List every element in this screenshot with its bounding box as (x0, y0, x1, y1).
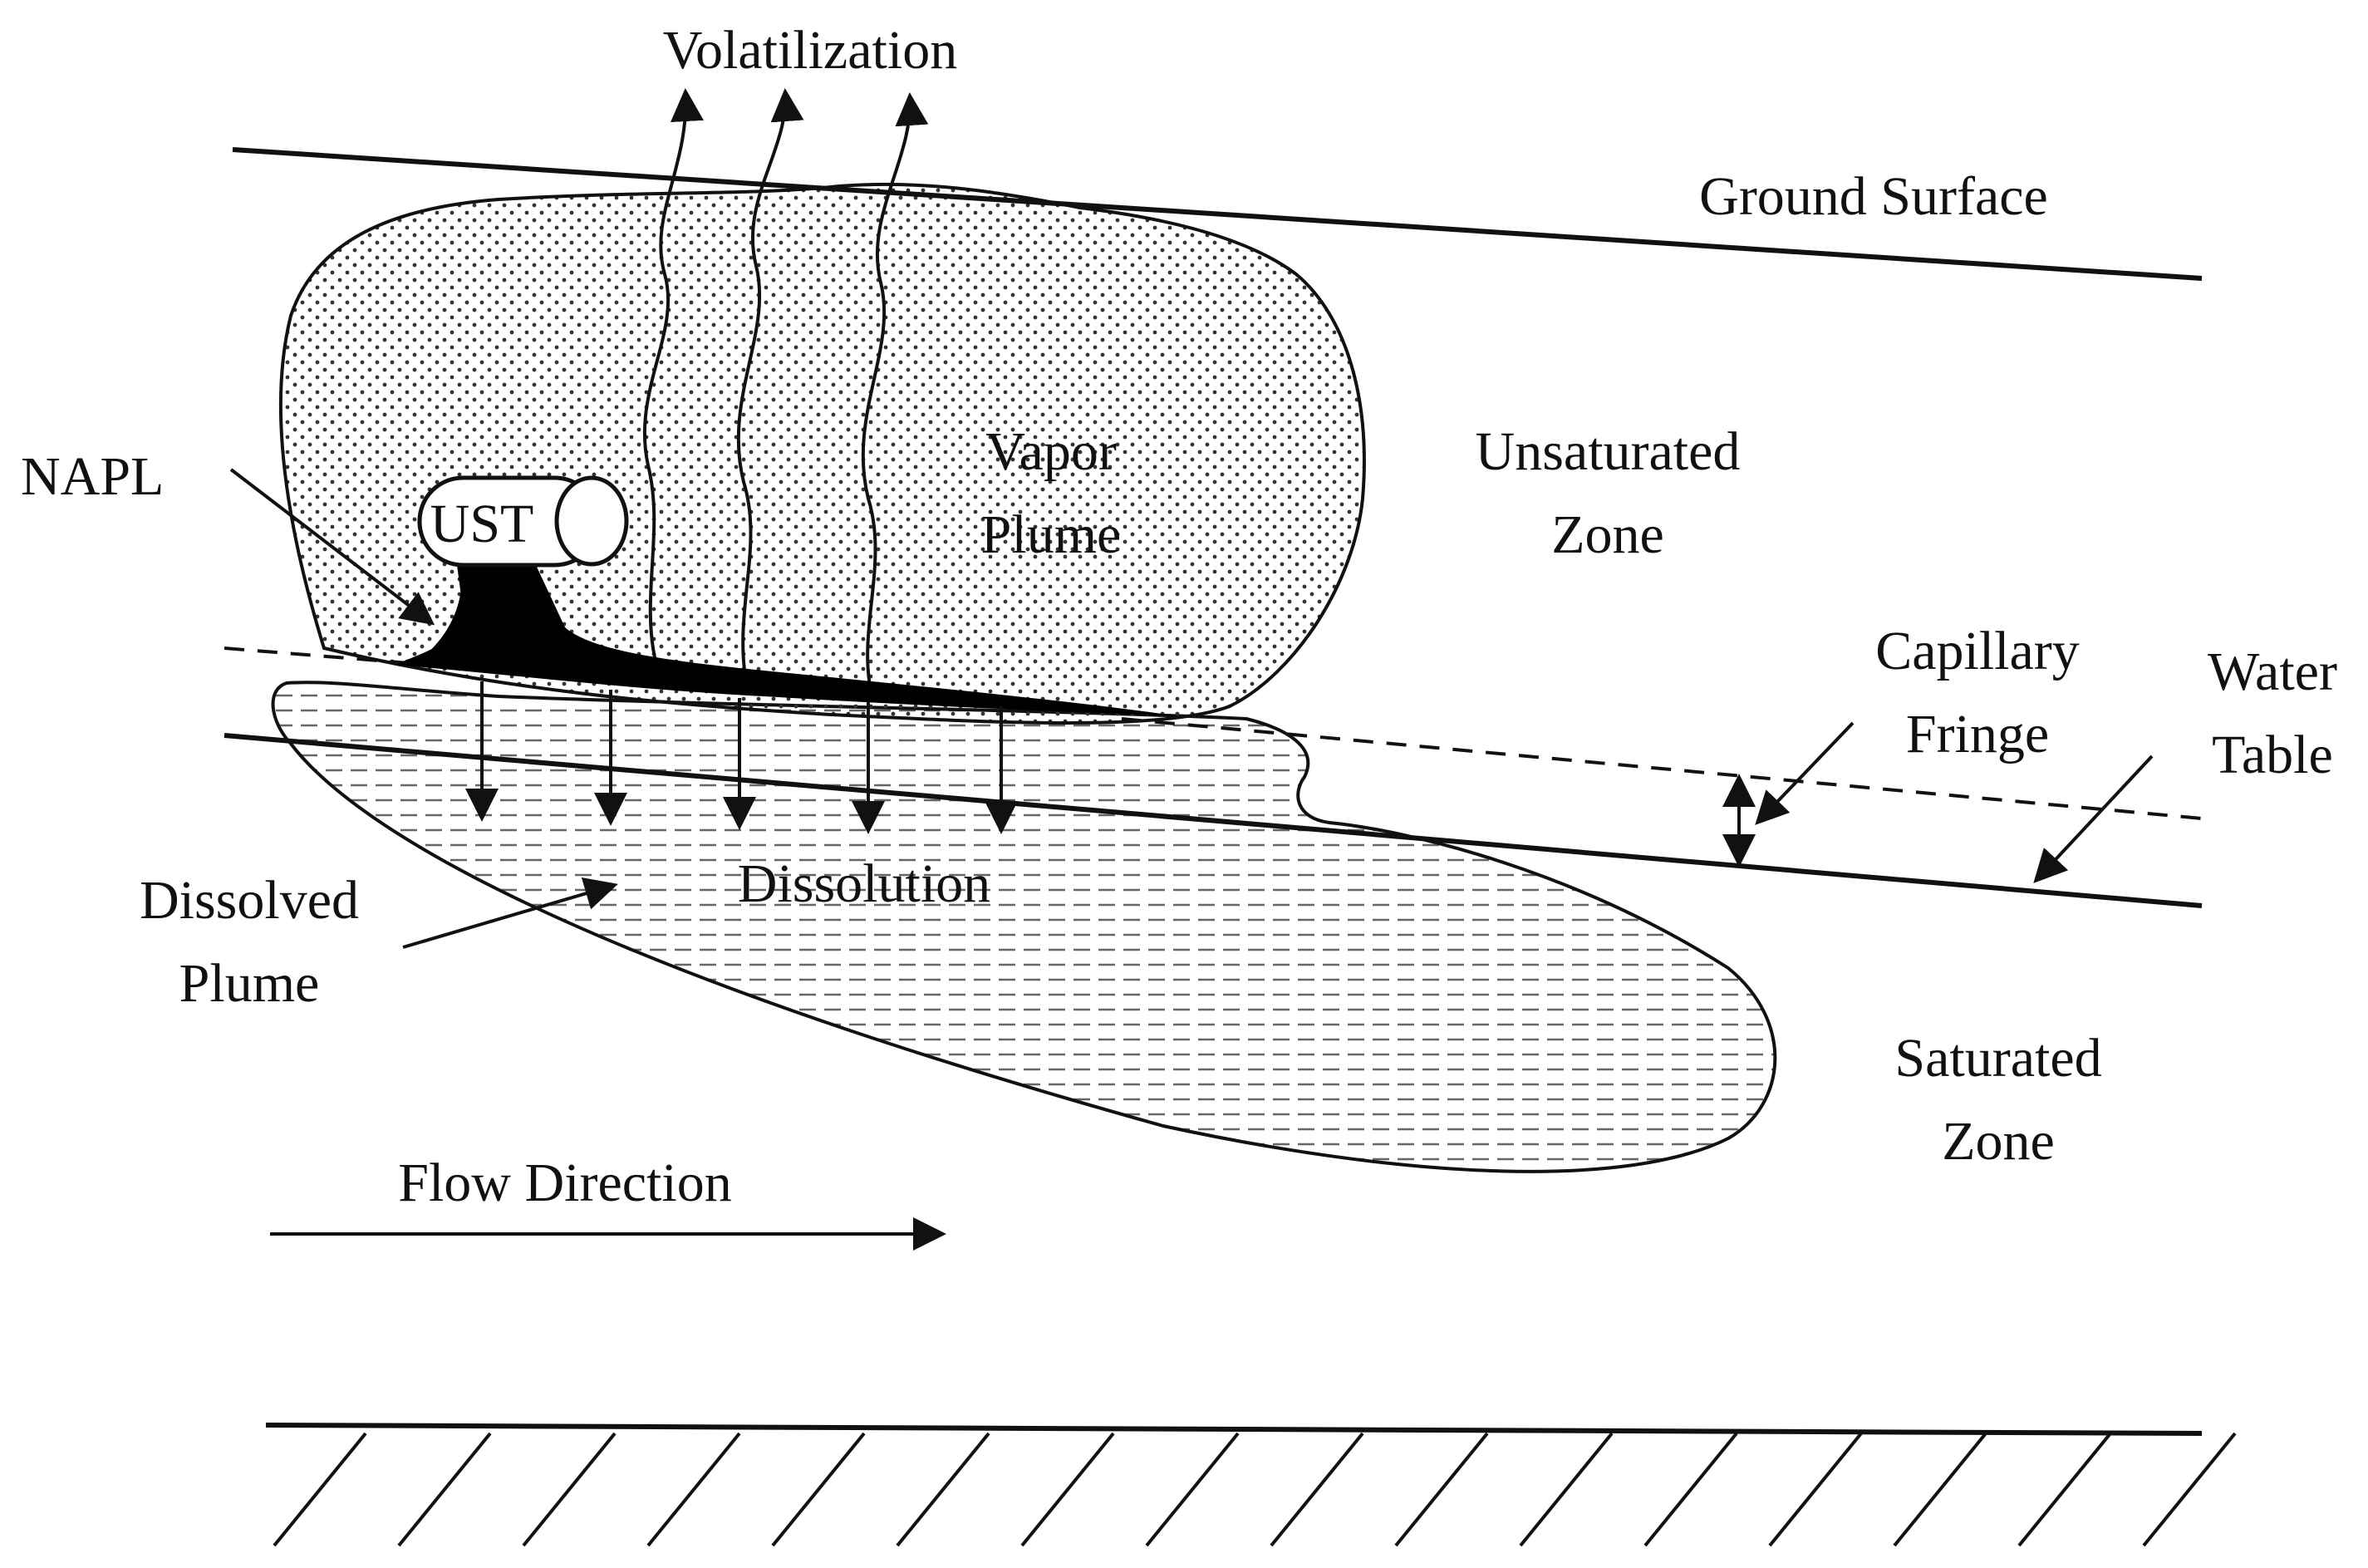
unsaturated-zone-label-line2: Zone (1551, 504, 1664, 565)
vapor-plume-label-line1: Vapor (985, 421, 1117, 482)
ust-label: UST (430, 494, 534, 554)
water-table-label-line2: Table (2212, 725, 2333, 785)
dissolved-plume (271, 681, 1777, 1173)
bedrock-hatch-mark (1020, 1432, 1115, 1547)
bedrock-hatch-mark (1643, 1432, 1738, 1547)
bedrock-hatch-mark (896, 1432, 990, 1547)
dissolved-plume-label-line1: Dissolved (140, 870, 359, 931)
bedrock-hatch-mark (771, 1432, 866, 1547)
volatilization-path-2 (736, 88, 804, 691)
bedrock-hatch-mark (397, 1432, 492, 1547)
napl-pointer-arrow (229, 468, 435, 626)
water-table-pointer-arrow (2033, 755, 2154, 883)
dissolved-plume-pointer-arrow (402, 877, 618, 949)
volatilization-label: Volatilization (663, 20, 957, 81)
vapor-plume-label-line2: Plume (981, 504, 1122, 565)
napl-pool (395, 565, 1180, 716)
bedrock-hatch-mark (2142, 1432, 2237, 1547)
dissolution-label: Dissolution (738, 853, 990, 914)
bedrock-hatch-mark (2017, 1432, 2112, 1547)
bedrock-hatch-mark (1768, 1432, 1863, 1547)
ust-tank (417, 475, 629, 568)
dissolution-arrows (465, 681, 1018, 834)
napl-label: NAPL (21, 446, 164, 507)
bedrock-hatch-mark (1519, 1432, 1614, 1547)
napl-leak (424, 563, 582, 656)
bedrock-hatch-mark (273, 1432, 367, 1547)
dissolved-plume-label-line2: Plume (179, 953, 320, 1014)
capillary-fringe-label-line2: Fringe (1906, 704, 2049, 764)
bedrock-hatching (273, 1432, 2237, 1547)
flow-direction-label: Flow Direction (398, 1153, 731, 1213)
vapor-plume (278, 182, 1366, 725)
bedrock-line (265, 1423, 2203, 1436)
ground-surface-label: Ground Surface (1699, 166, 2048, 227)
bedrock-hatch-mark (1394, 1432, 1489, 1547)
water-table-label-line1: Water (2208, 641, 2337, 702)
ground-surface-line (232, 147, 2203, 281)
bedrock-hatch-mark (522, 1432, 617, 1547)
capillary-fringe-line (224, 646, 2203, 820)
water-table-line (224, 733, 2203, 908)
bedrock-hatch-mark (646, 1432, 741, 1547)
capillary-fringe-label-line1: Capillary (1875, 621, 2080, 681)
saturated-zone-label-line1: Saturated (1894, 1028, 2101, 1089)
saturated-zone-label-line2: Zone (1942, 1111, 2055, 1172)
bedrock-hatch-mark (1145, 1432, 1240, 1547)
bedrock-hatch-mark (1270, 1432, 1364, 1547)
capillary-fringe-pointer-arrow (1755, 721, 1855, 825)
unsaturated-zone-label-line1: Unsaturated (1476, 421, 1741, 482)
volatilization-path-1 (643, 88, 704, 666)
bedrock-hatch-mark (1893, 1432, 1987, 1547)
volatilization-path-3 (861, 92, 929, 699)
